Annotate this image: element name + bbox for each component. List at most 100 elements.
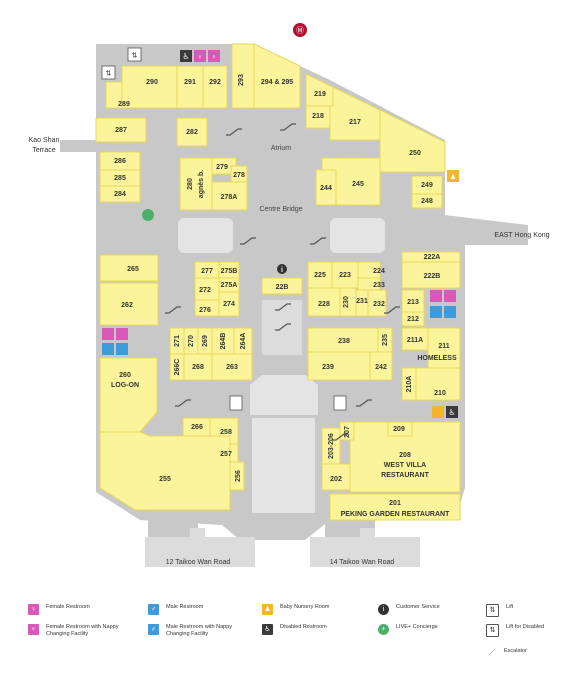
escalator-icon: ⟋ [489, 650, 494, 657]
svg-text:♟: ♟ [450, 173, 456, 181]
svg-text:RESTAURANT: RESTAURANT [381, 472, 429, 479]
male-restroom-icon[interactable] [444, 306, 456, 318]
shop-245[interactable] [321, 157, 381, 206]
shop-278A[interactable] [211, 181, 248, 211]
baby-icon[interactable] [432, 406, 444, 418]
svg-text:280: 280 [187, 178, 194, 190]
svg-text:♀: ♀ [197, 54, 202, 61]
male-nappy-icon: ♂ [148, 624, 159, 635]
svg-text:202: 202 [330, 476, 342, 483]
female-restroom-icon: ♀ [28, 604, 39, 615]
svg-text:285: 285 [114, 175, 126, 182]
svg-text:244: 244 [320, 185, 332, 192]
shop-250[interactable] [379, 109, 446, 173]
lift-icon: ⇅ [486, 604, 499, 617]
wheelchair-icon[interactable] [446, 406, 458, 418]
male-nappy-icon[interactable] [102, 343, 114, 355]
svg-text:250: 250 [409, 150, 421, 157]
svg-text:Centre Bridge: Centre Bridge [259, 206, 302, 213]
baby-icon: ♟ [262, 604, 273, 615]
svg-text:12 Taikoo Wan Road: 12 Taikoo Wan Road [166, 559, 231, 566]
shops [95, 43, 461, 521]
concierge-icon[interactable] [142, 209, 154, 221]
svg-text:275B: 275B [221, 268, 238, 275]
shop-287[interactable] [95, 117, 147, 143]
map-legend: ♀ Female Restroom ♀ Female Restroom with… [0, 598, 567, 676]
svg-text:260: 260 [119, 372, 131, 379]
legend-male-nappy: ♂ Male Restroom with Nappy Changing Faci… [148, 624, 256, 638]
shop-265[interactable] [99, 254, 159, 282]
svg-text:211A: 211A [407, 337, 423, 344]
svg-text:256: 256 [235, 470, 242, 482]
shop-239[interactable] [307, 351, 371, 381]
shop-222B[interactable] [401, 261, 461, 289]
shop-212[interactable] [401, 311, 425, 327]
svg-text:233: 233 [373, 282, 385, 289]
shop-242[interactable] [369, 351, 393, 381]
shop-22B[interactable] [261, 277, 303, 295]
escalator-icon [356, 399, 372, 407]
shop-290[interactable] [121, 65, 178, 109]
shop-291[interactable] [176, 65, 204, 109]
shop-262[interactable] [99, 282, 159, 326]
lift-disabled-icon[interactable] [101, 65, 116, 80]
legend-nursery: ♟ Baby Nursery Room [262, 604, 330, 615]
shop-263[interactable] [211, 353, 253, 381]
svg-text:274: 274 [223, 301, 235, 308]
male-nappy-icon[interactable] [430, 306, 442, 318]
svg-text:239: 239 [322, 364, 334, 371]
svg-text:279: 279 [216, 164, 228, 171]
shop-282[interactable] [176, 117, 208, 147]
area-labels: Atrium Centre Bridge Kao Shan Terrace EA… [29, 137, 550, 566]
female-nappy-icon[interactable] [102, 328, 114, 340]
shop-248[interactable] [411, 193, 443, 209]
shop-208[interactable] [349, 421, 461, 493]
svg-text:208: 208 [399, 452, 411, 459]
svg-text:269: 269 [202, 335, 209, 347]
shop-211[interactable] [427, 327, 461, 369]
shop-276[interactable] [194, 299, 220, 317]
svg-text:294 & 295: 294 & 295 [261, 79, 293, 86]
shop-292[interactable] [202, 65, 228, 109]
svg-text:223: 223 [339, 272, 351, 279]
shop-232[interactable] [367, 289, 387, 317]
svg-text:270: 270 [188, 335, 195, 347]
shop-255[interactable] [99, 431, 231, 511]
female-restroom-icon[interactable] [208, 50, 220, 62]
svg-text:WEST VILLA: WEST VILLA [384, 462, 426, 469]
female-nappy-icon[interactable] [194, 50, 206, 62]
female-nappy-icon[interactable] [430, 290, 442, 302]
shop-201[interactable] [329, 493, 461, 521]
svg-text:272: 272 [199, 287, 211, 294]
female-restroom-icon[interactable] [116, 328, 128, 340]
svg-text:262: 262 [121, 302, 133, 309]
mtr-icon[interactable] [293, 23, 307, 37]
shop-210[interactable] [415, 367, 461, 401]
svg-text:235: 235 [382, 334, 389, 346]
legend-concierge: + LIVE+ Concierge [378, 624, 438, 635]
svg-text:Kao Shan: Kao Shan [29, 137, 60, 144]
lift-disabled-icon[interactable] [127, 47, 142, 62]
male-restroom-icon[interactable] [116, 343, 128, 355]
legend-female-nappy: ♀ Female Restroom with Nappy Changing Fa… [28, 624, 136, 638]
concierge-icon: + [378, 624, 389, 635]
info-icon[interactable] [277, 264, 287, 274]
shop-280[interactable] [179, 157, 213, 211]
baby-icon[interactable] [447, 170, 459, 182]
svg-text:218: 218 [312, 113, 324, 120]
lift-icon[interactable] [333, 395, 347, 411]
store-labels: 289 290 291 292 293 294 & 295 219 218 21… [111, 74, 457, 518]
shop-284[interactable] [99, 185, 141, 203]
shop-260[interactable] [99, 357, 158, 433]
shop-294[interactable] [253, 43, 301, 109]
escalator-icon [175, 399, 191, 407]
svg-text:225: 225 [314, 272, 326, 279]
svg-text:258: 258 [220, 429, 232, 436]
lift-icon[interactable] [229, 395, 243, 411]
wheelchair-icon[interactable] [180, 50, 192, 62]
svg-text:Atrium: Atrium [271, 145, 291, 152]
svg-text:201: 201 [389, 500, 401, 507]
svg-text:238: 238 [338, 338, 350, 345]
svg-text:266C: 266C [174, 359, 181, 376]
female-restroom-icon[interactable] [444, 290, 456, 302]
